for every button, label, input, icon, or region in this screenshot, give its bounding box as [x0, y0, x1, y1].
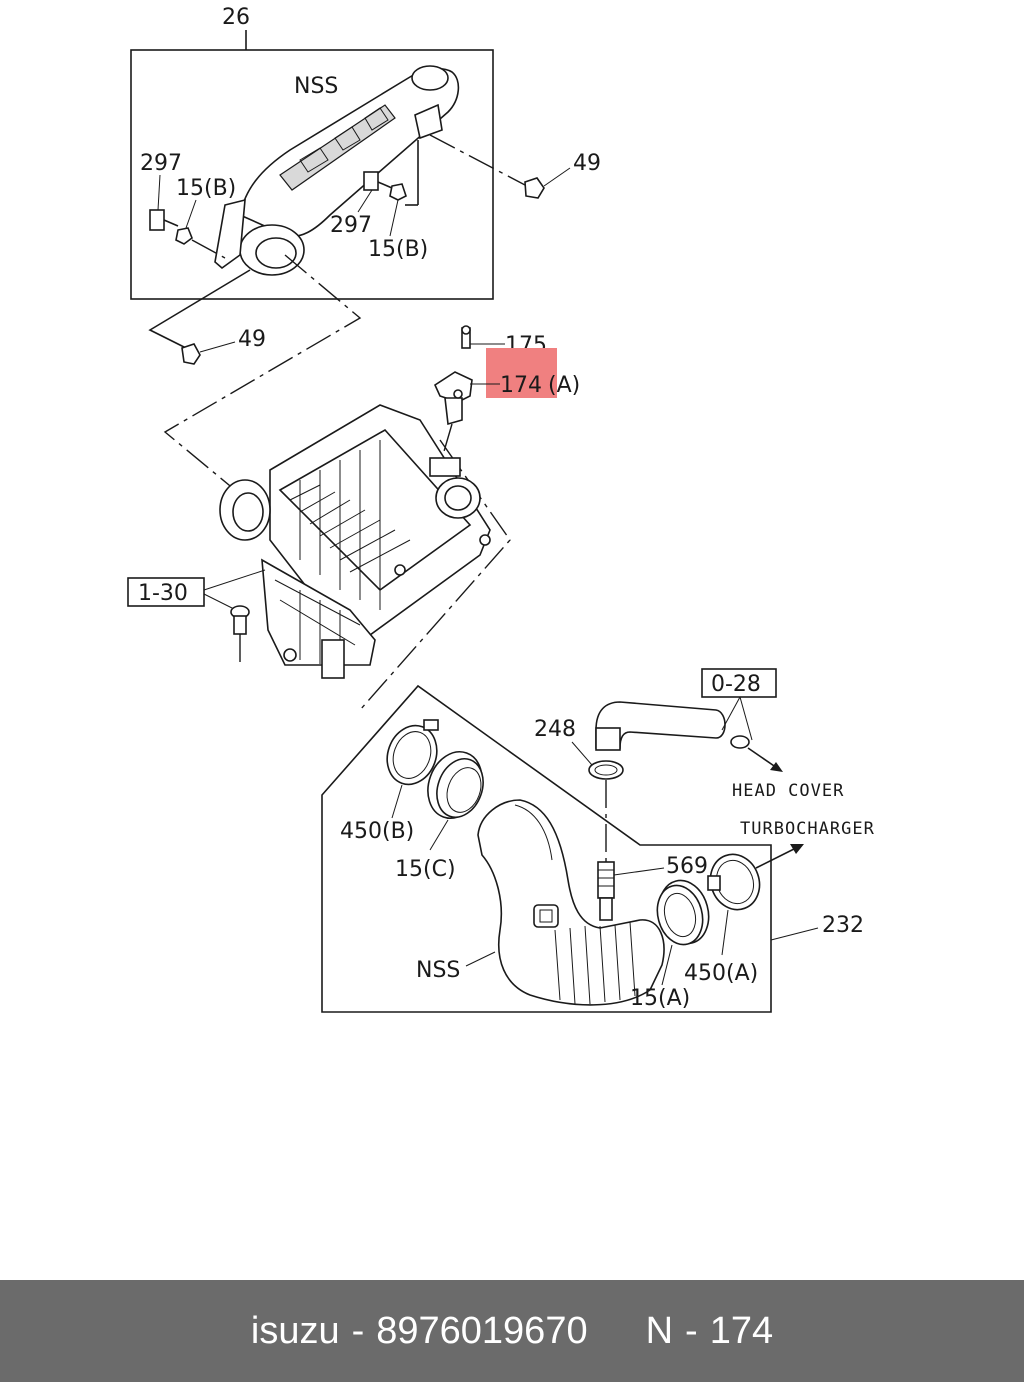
seal-15a: [656, 879, 710, 946]
highlight-174: [486, 348, 557, 398]
ref-box-1-30: [127, 577, 205, 607]
clamp-248: [588, 760, 624, 780]
bolt-175: [461, 325, 471, 349]
label-ref-0-28: 0-28: [711, 672, 761, 697]
label-15b-mid: 15(B): [368, 237, 428, 262]
label-174: 174: [500, 373, 542, 398]
clamp-450b: [386, 719, 439, 786]
footer-separator-1: -: [351, 1309, 365, 1352]
label-15b-left: 15(B): [176, 176, 236, 201]
footer-position: N: [645, 1309, 674, 1352]
nut-15b-left: [175, 227, 193, 245]
bolt-297-left: [149, 209, 179, 231]
intake-duct: [214, 65, 460, 276]
parts-diagram: 26 NSS 297 15(B) 297 15(B): [127, 5, 875, 1013]
label-15a: 15(A): [630, 986, 690, 1011]
label-450a: 450(A): [684, 961, 758, 986]
seal-15c: [427, 751, 484, 819]
bolt-1-30: [230, 605, 250, 635]
footer-brand: isuzu: [250, 1309, 340, 1352]
label-174-suffix: (A): [548, 373, 580, 398]
label-ref-1-30: 1-30: [138, 581, 188, 606]
air-cleaner-assembly: [219, 404, 491, 679]
label-49-left: 49: [238, 327, 266, 352]
intake-hose: [477, 799, 665, 1006]
pcv-clamp: [730, 735, 750, 749]
label-15c: 15(C): [395, 857, 456, 882]
ref-box-0-28: [701, 668, 777, 698]
label-49-right: 49: [573, 151, 601, 176]
label-turbocharger: TURBOCHARGER: [740, 819, 875, 839]
footer-part-number: 8976019670: [376, 1309, 588, 1352]
label-232: 232: [822, 913, 864, 938]
nut-49-right: [524, 177, 545, 199]
mass-air-flow-sensor-174: [433, 371, 473, 426]
label-nss-top: NSS: [294, 74, 338, 99]
label-head-cover: HEAD COVER: [732, 781, 844, 801]
label-569: 569: [666, 854, 708, 879]
label-248: 248: [534, 717, 576, 742]
bolt-297-mid: [363, 171, 393, 191]
footer-separator-2: -: [685, 1309, 698, 1352]
label-450b: 450(B): [340, 819, 414, 844]
label-26: 26: [222, 5, 250, 30]
clamp-450a: [707, 853, 761, 911]
hose-box: [321, 684, 772, 1013]
footer-ref: 174: [709, 1309, 774, 1352]
fitting-569: [597, 861, 615, 921]
label-nss-bottom: NSS: [416, 958, 460, 983]
nut-15b-mid: [389, 183, 407, 201]
label-297-mid: 297: [330, 213, 372, 238]
label-297-left: 297: [140, 151, 182, 176]
pcv-hose: [595, 701, 726, 751]
intake-duct-box: [130, 49, 494, 300]
part-info-footer: isuzu - 8976019670 N - 174: [0, 1280, 1024, 1382]
nut-49-left: [181, 343, 201, 365]
